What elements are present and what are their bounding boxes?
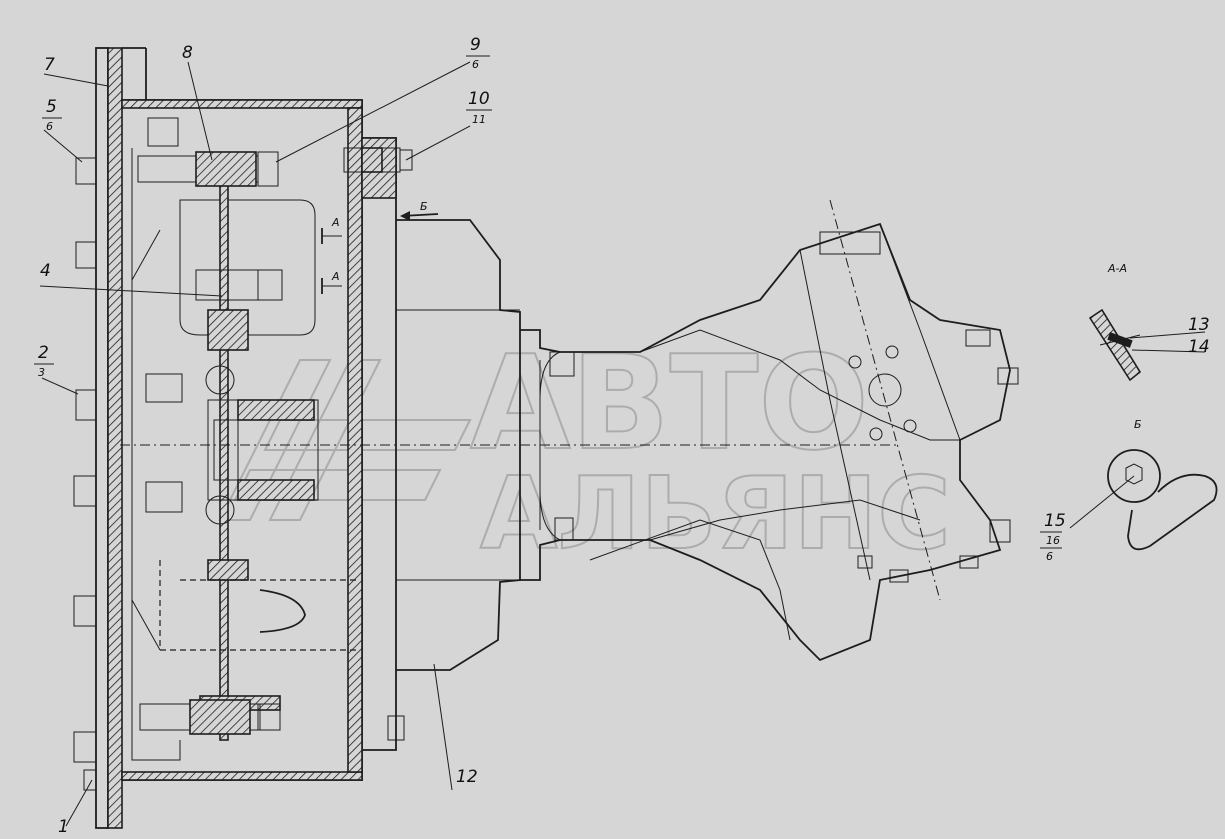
watermark-line1: АВТО: [470, 327, 869, 479]
callout-9-sub: 6: [472, 58, 479, 71]
callout-2-sub: 3: [38, 366, 45, 379]
callout-5: 5 6: [42, 97, 62, 133]
callout-2: 2 3: [34, 343, 54, 379]
section-mark-a-top: А: [331, 216, 340, 229]
callout-15-sub: 16: [1046, 534, 1060, 547]
section-a-a-title: А-А: [1107, 262, 1127, 275]
callout-2-num: 2: [38, 343, 49, 363]
callout-15-sub2: 6: [1046, 550, 1053, 563]
callout-1: 1: [58, 817, 69, 837]
watermark: АВТО АЛЬЯНС: [218, 326, 952, 573]
callout-12: 12: [456, 767, 478, 787]
callout-14-num: 14: [1188, 337, 1210, 357]
callout-8-num: 8: [182, 43, 193, 63]
watermark-line2: АЛЬЯНС: [480, 455, 951, 572]
hidden-lines: [159, 560, 360, 651]
pump-body: [387, 219, 521, 741]
callout-13-num: 13: [1188, 315, 1210, 335]
mounting-plate: [95, 47, 147, 829]
section-a-a: А-А: [1088, 262, 1206, 382]
section-mark-b-arrow: Б: [420, 200, 428, 213]
section-mark-a-bottom: А: [331, 270, 340, 283]
callout-12-num: 12: [456, 767, 478, 787]
callout-10-sub: 11: [472, 113, 486, 126]
callout-9-num: 9: [470, 35, 481, 55]
leader-lines: [39, 61, 471, 827]
callout-10-num: 10: [468, 89, 490, 109]
callout-15: 15 16 6: [1040, 511, 1066, 563]
callout-15-num: 15: [1044, 511, 1066, 531]
callout-4-num: 4: [40, 261, 51, 281]
callout-5-num: 5: [46, 97, 57, 117]
callout-8: 8: [182, 43, 193, 63]
bolts-left: [73, 157, 97, 791]
callout-10: 10 11: [466, 89, 492, 126]
callout-1-num: 1: [58, 817, 69, 837]
callout-14: 14: [1188, 337, 1210, 357]
view-b: Б: [1069, 418, 1218, 551]
callout-4: 4: [40, 261, 51, 281]
view-b-title: Б: [1134, 418, 1142, 431]
bolt-10: [343, 147, 413, 173]
studs: [137, 151, 283, 735]
callout-7-num: 7: [44, 55, 55, 75]
callout-5-sub: 6: [46, 120, 53, 133]
clutch-disc: [199, 179, 319, 741]
gearbox: [520, 199, 1019, 662]
callout-7: 7: [44, 55, 55, 75]
section-markers: А А Б: [321, 200, 439, 294]
callout-13: 13: [1188, 315, 1210, 335]
callout-9: 9 6: [466, 35, 490, 71]
